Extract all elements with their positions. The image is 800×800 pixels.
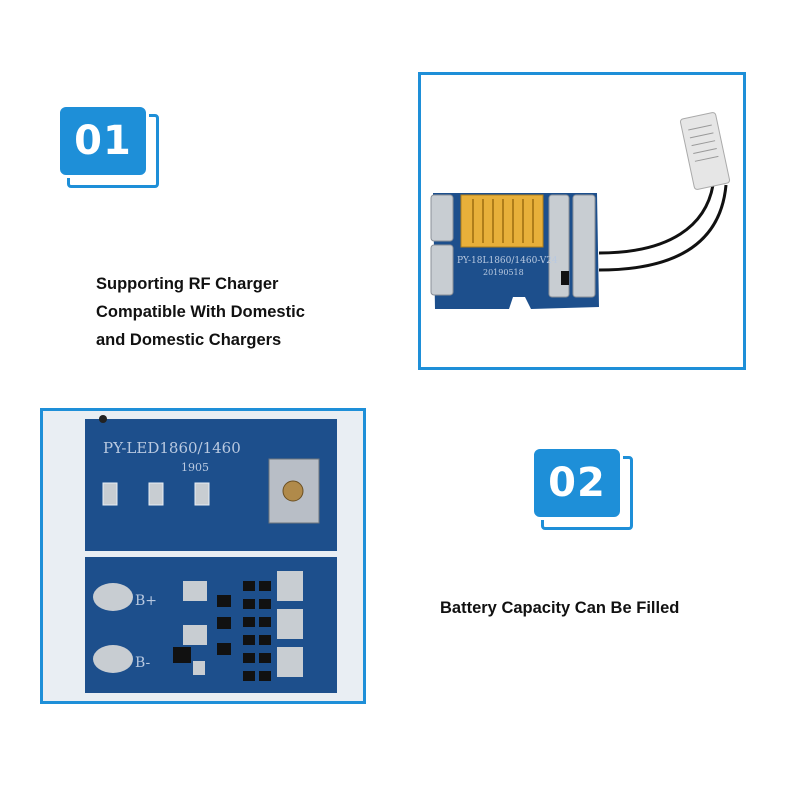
step-badge-02: 02: [531, 446, 635, 532]
feature-caption-02: Battery Capacity Can Be Filled: [440, 594, 679, 622]
badge-number: 01: [57, 104, 149, 178]
bms-board-illustration: PY-18L1860/1460-V24 20190518: [430, 112, 731, 309]
step-badge-01: 01: [57, 104, 161, 190]
led-board-illustration: PY-LED1860/1460 1905 B+ B-: [43, 411, 363, 701]
led-board-photo-frame: PY-LED1860/1460 1905 B+ B-: [40, 408, 366, 704]
board-date-label: 20190518: [483, 268, 524, 277]
pad-label-b-plus: B+: [135, 593, 157, 609]
led-board-date-label: 1905: [181, 461, 209, 474]
board-model-label: PY-18L1860/1460-V24: [457, 256, 558, 266]
caption-line: Supporting RF Charger: [96, 275, 279, 293]
caption-line: Compatible With Domestic: [96, 303, 305, 321]
bms-board-photo-frame: PY-18L1860/1460-V24 20190518: [418, 72, 746, 370]
badge-number: 02: [531, 446, 623, 520]
led-board-model-label: PY-LED1860/1460: [103, 439, 241, 457]
caption-line: Battery Capacity Can Be Filled: [440, 599, 680, 617]
pad-label-b-minus: B-: [135, 655, 151, 671]
feature-caption-01: Supporting RF Charger Compatible With Do…: [96, 270, 305, 354]
caption-line: and Domestic Chargers: [96, 331, 282, 349]
